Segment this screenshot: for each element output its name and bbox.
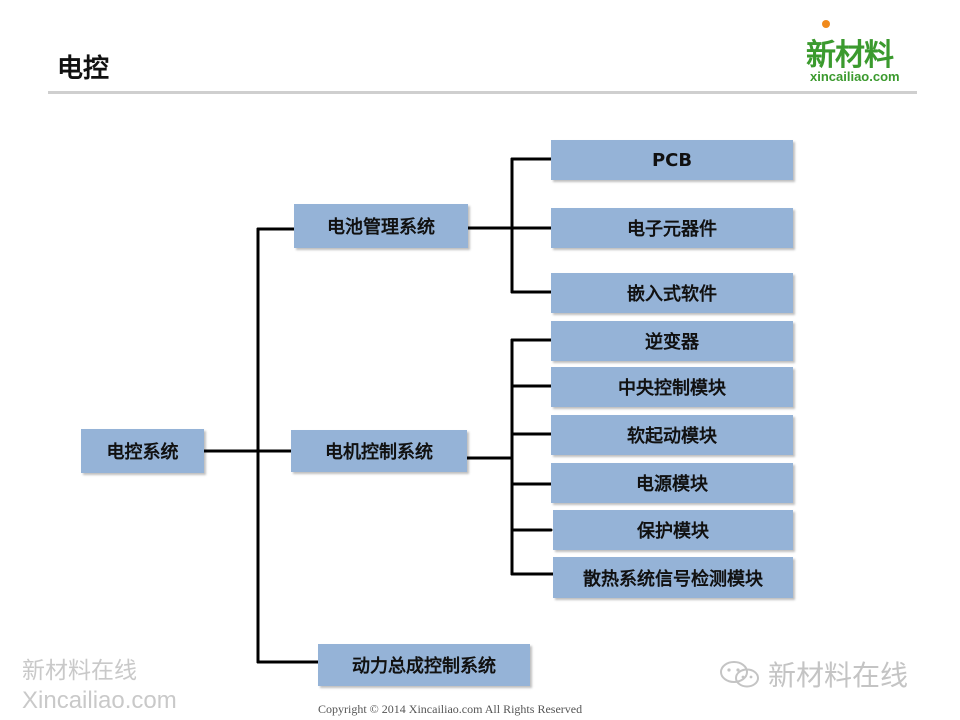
- wechat-icon: [720, 661, 759, 688]
- node-soft-start-module: 软起动模块: [551, 415, 793, 455]
- node-pcb: PCB: [551, 140, 793, 180]
- copyright-footer: Copyright © 2014 Xincailiao.com All Righ…: [318, 702, 583, 716]
- node-battery-management: 电池管理系统: [294, 204, 468, 248]
- node-protection-module: 保护模块: [553, 510, 793, 550]
- watermark-left-url: Xincailiao.com: [22, 687, 177, 714]
- watermark-left: 新材料在线 Xincailiao.com: [22, 656, 177, 716]
- logo-dot: [822, 20, 830, 28]
- watermark-left-name: 新材料在线: [22, 658, 137, 684]
- logo-main-text: 新材料: [806, 38, 894, 73]
- watermark-right-text: 新材料在线: [768, 659, 909, 692]
- node-embedded-software: 嵌入式软件: [551, 273, 793, 313]
- logo-url-text: xincailiao.com: [810, 69, 900, 84]
- page-title: 电控: [57, 54, 110, 84]
- node-motor-control: 电机控制系统: [291, 430, 467, 472]
- node-power-module: 电源模块: [551, 463, 793, 503]
- node-central-control-module: 中央控制模块: [551, 367, 793, 407]
- node-thermal-signal-detection-module: 散热系统信号检测模块: [553, 557, 793, 598]
- node-electronic-components: 电子元器件: [551, 208, 793, 248]
- node-inverter: 逆变器: [551, 321, 793, 361]
- node-powertrain-control: 动力总成控制系统: [318, 644, 530, 686]
- node-root: 电控系统: [81, 429, 204, 473]
- brand-logo: 新材料 xincailiao.com: [806, 20, 921, 86]
- watermark-right: 新材料在线: [718, 654, 908, 694]
- title-divider: [48, 91, 917, 94]
